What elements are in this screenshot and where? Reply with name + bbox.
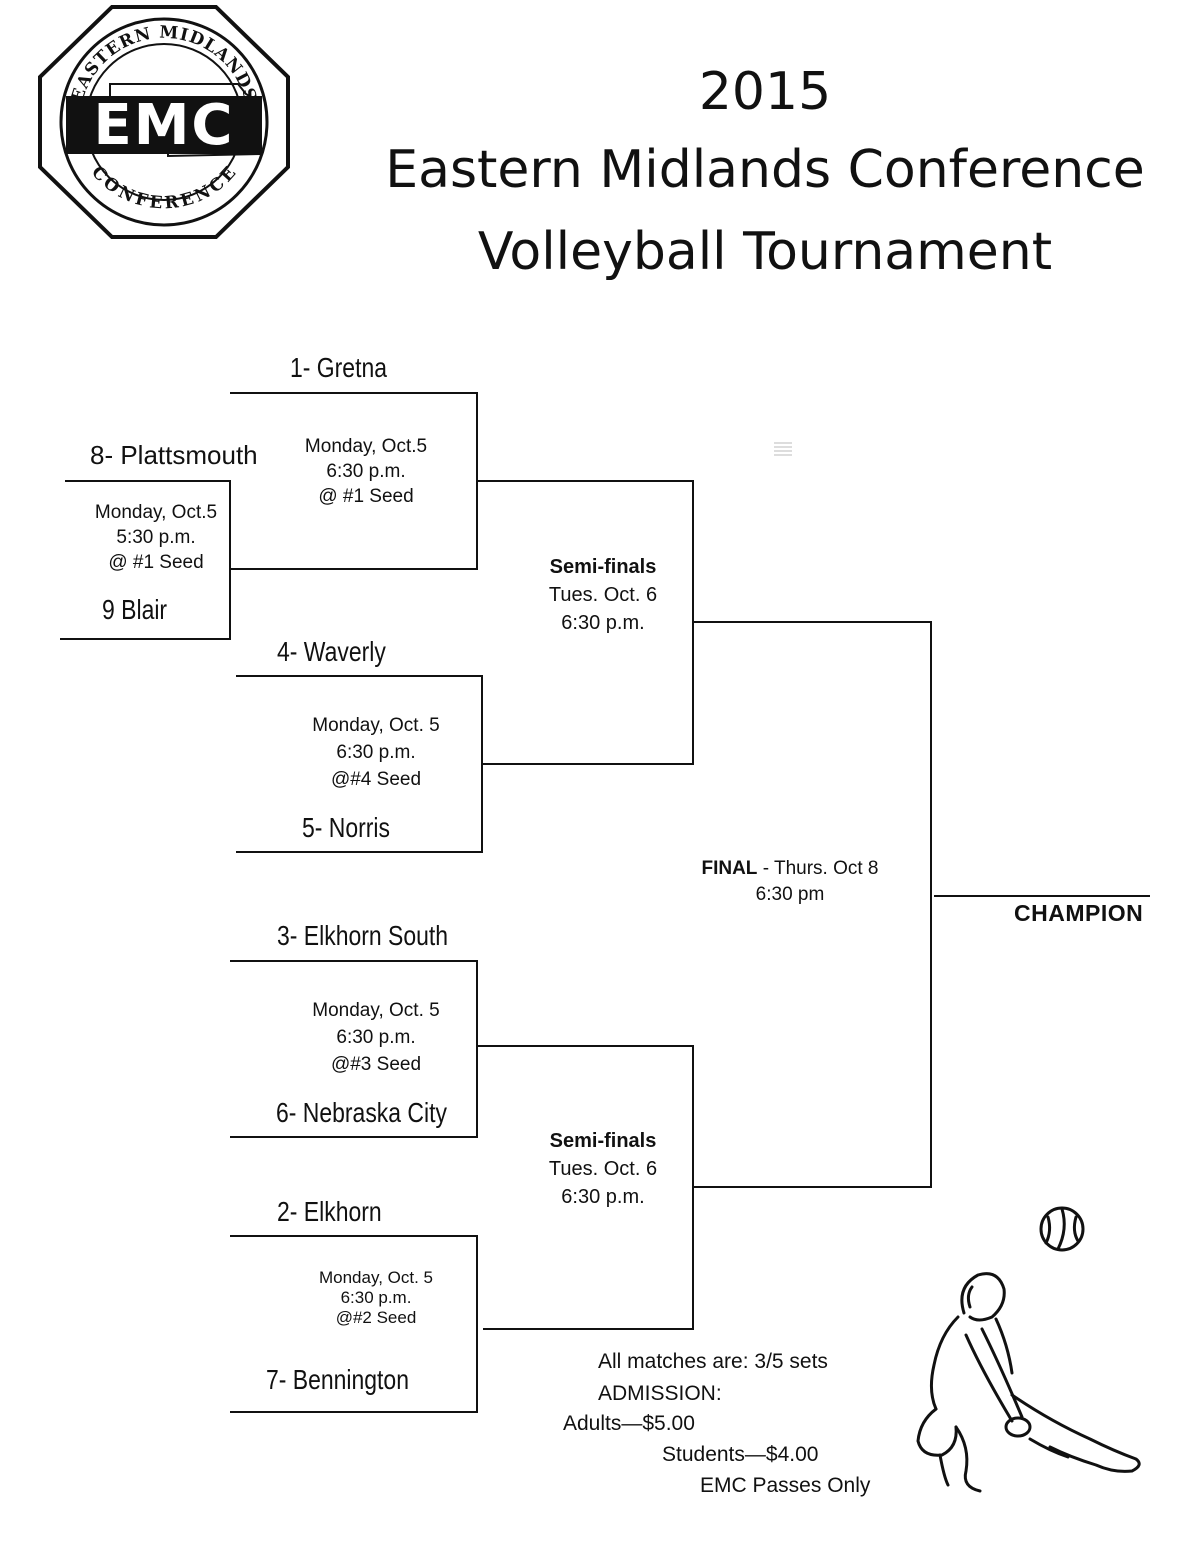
- title-year: 2015: [698, 62, 832, 122]
- semifinal-label: Semi-finals: [549, 1130, 657, 1152]
- schedule-time: 6:30 p.m.: [326, 461, 406, 482]
- schedule-time: 5:30 p.m.: [116, 527, 196, 548]
- bracket-line: [483, 763, 694, 765]
- schedule-site: @#4 Seed: [330, 769, 422, 790]
- bracket-line: [230, 392, 478, 394]
- bracket-line: [930, 621, 932, 1188]
- final-label: FINAL: [701, 858, 758, 879]
- bracket-line: [483, 1328, 694, 1330]
- title-tournament: Volleyball Tournament: [477, 222, 1053, 282]
- schedule-play-in: Monday, Oct.5 5:30 p.m. @ #1 Seed: [78, 500, 234, 575]
- team-elkhorn-south: 3- Elkhorn South: [277, 920, 449, 951]
- final-info: FINAL - Thurs. Oct 8 6:30 pm: [690, 856, 890, 908]
- team-waverly: 4- Waverly: [277, 636, 386, 667]
- bracket-line: [476, 392, 478, 570]
- team-nebraska-city: 6- Nebraska City: [276, 1097, 447, 1128]
- champion-label: CHAMPION: [1014, 900, 1144, 926]
- bracket-line: [694, 1186, 932, 1188]
- title-conference: Eastern Midlands Conference: [385, 140, 1145, 200]
- semifinal-label: Semi-finals: [549, 556, 657, 578]
- schedule-date: Monday, Oct. 5: [312, 715, 440, 736]
- schedule-date: Monday, Oct.5: [304, 436, 428, 457]
- info-students: Students—$4.00: [662, 1443, 819, 1466]
- champion-line: [934, 895, 1150, 897]
- semifinal-top: Semi-finals Tues. Oct. 6 6:30 p.m.: [528, 553, 678, 637]
- bracket-line: [478, 480, 694, 482]
- logo-center-text: EMC: [93, 93, 234, 158]
- bracket-line: [230, 1136, 478, 1138]
- bracket-line: [692, 1045, 694, 1330]
- schedule-site: @#3 Seed: [330, 1054, 422, 1075]
- bracket-line: [236, 675, 483, 677]
- schedule-waverly: Monday, Oct. 5 6:30 p.m. @#4 Seed: [296, 712, 456, 793]
- semifinal-date: Tues. Oct. 6: [548, 584, 658, 606]
- bracket-line: [236, 851, 483, 853]
- schedule-date: Monday, Oct.5: [94, 502, 218, 523]
- emc-logo: EASTERN MIDLANDS CONFERENCE EMC: [38, 5, 290, 239]
- bracket-line: [692, 480, 694, 765]
- schedule-site: @ #1 Seed: [318, 486, 414, 507]
- scan-mark-icon: [774, 442, 792, 456]
- team-blair: 9 Blair: [102, 594, 168, 625]
- schedule-gretna: Monday, Oct.5 6:30 p.m. @ #1 Seed: [288, 434, 444, 509]
- volleyball-player-icon: [916, 1206, 1141, 1493]
- semifinal-time: 6:30 p.m.: [561, 1186, 645, 1208]
- bracket-line: [478, 1045, 694, 1047]
- schedule-elkhorn-south: Monday, Oct. 5 6:30 p.m. @#3 Seed: [296, 997, 456, 1078]
- semifinal-bottom: Semi-finals Tues. Oct. 6 6:30 p.m.: [528, 1127, 678, 1211]
- team-bennington: 7- Bennington: [266, 1364, 409, 1395]
- schedule-time: 6:30 p.m.: [336, 742, 416, 763]
- final-date: - Thurs. Oct 8: [757, 858, 879, 879]
- info-adults: Adults—$5.00: [563, 1412, 695, 1435]
- info-admission: ADMISSION:: [598, 1382, 722, 1405]
- schedule-time: 6:30 p.m.: [340, 1288, 412, 1307]
- bracket-line: [230, 1411, 478, 1413]
- schedule-site: @#2 Seed: [335, 1308, 417, 1327]
- team-elkhorn: 2- Elkhorn: [277, 1196, 382, 1227]
- bracket-line: [230, 960, 478, 962]
- team-gretna: 1- Gretna: [290, 352, 387, 383]
- bracket-line: [481, 675, 483, 853]
- semifinal-date: Tues. Oct. 6: [548, 1158, 658, 1180]
- bracket-line: [229, 480, 231, 640]
- bracket-line: [60, 638, 231, 640]
- schedule-date: Monday, Oct. 5: [318, 1268, 433, 1287]
- team-plattsmouth: 8- Plattsmouth: [90, 440, 258, 470]
- bracket-line: [230, 1235, 478, 1237]
- bracket-line: [694, 621, 932, 623]
- bracket-line: [476, 1235, 478, 1413]
- info-matches: All matches are: 3/5 sets: [598, 1350, 828, 1373]
- schedule-date: Monday, Oct. 5: [312, 1000, 440, 1021]
- bracket-line: [65, 480, 230, 482]
- final-time: 6:30 pm: [755, 884, 825, 905]
- info-passes: EMC Passes Only: [700, 1474, 871, 1497]
- semifinal-time: 6:30 p.m.: [561, 612, 645, 634]
- team-norris: 5- Norris: [302, 812, 391, 843]
- bracket-line: [230, 568, 478, 570]
- schedule-site: @ #1 Seed: [108, 552, 204, 573]
- schedule-elkhorn: Monday, Oct. 5 6:30 p.m. @#2 Seed: [296, 1268, 456, 1328]
- bracket-line: [476, 960, 478, 1138]
- schedule-time: 6:30 p.m.: [336, 1027, 416, 1048]
